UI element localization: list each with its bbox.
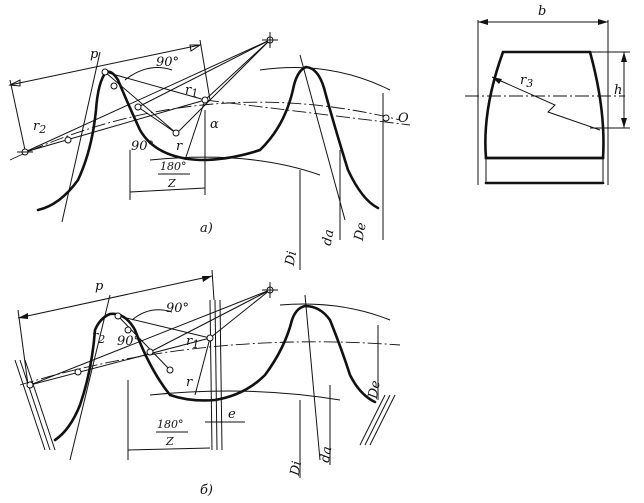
label-di-a: Di	[283, 250, 300, 268]
construction-line-a7	[104, 71, 177, 134]
construction-line-a1	[24, 39, 271, 153]
frac-dim-line-a	[129, 187, 206, 193]
label-p-b: p	[95, 279, 104, 294]
label-r3: r3	[520, 73, 533, 90]
label-p-a: p	[90, 47, 99, 62]
caption-a: а)	[200, 221, 213, 236]
label-90-low-a: 90°	[131, 139, 154, 154]
label-90-top-a: 90°	[156, 55, 179, 70]
tooth-axis-b1	[69, 294, 111, 461]
construction-line-a2	[204, 39, 271, 101]
centre-line-a	[204, 99, 411, 126]
tooth-profile-b	[53, 304, 377, 442]
figure-b: p 90° 90° r1 r2 r 180° Z e Di dа De	[14, 269, 401, 498]
label-r1-b: r1	[186, 334, 199, 351]
pitch-ext-left-a	[9, 79, 26, 151]
construction-line-a6	[104, 71, 206, 101]
label-alpha-a: α	[210, 117, 219, 132]
construction-line-a3	[137, 39, 271, 108]
label-90-top-b: 90°	[166, 301, 189, 316]
angle-arc-a	[124, 67, 173, 81]
crown-outline	[484, 50, 605, 160]
tooth-section: b h r3	[465, 4, 630, 185]
tooth-axis-a1	[61, 51, 101, 223]
label-r1-a: r1	[185, 83, 198, 100]
addendum-arc-a	[259, 67, 391, 91]
pitch-circle-b	[19, 341, 401, 386]
construction-line-a4	[174, 39, 271, 136]
construction-line-a8	[137, 106, 177, 134]
label-di-b: Di	[288, 460, 305, 478]
label-de-b: De	[366, 379, 384, 401]
label-r2-b: r2	[92, 329, 105, 346]
tooth-axis-a2	[299, 54, 346, 221]
label-r-a: r	[176, 139, 183, 154]
pitch-dim-line-b	[17, 275, 213, 319]
label-de-a: De	[352, 221, 370, 243]
label-frac-den-b: Z	[165, 435, 174, 448]
pitch-circle-a	[9, 101, 401, 161]
label-r2-a: r2	[33, 119, 46, 136]
label-b: b	[538, 4, 546, 19]
figure-a: p 90° 90° r1 r2 r α 180° Z Di dа De	[8, 32, 411, 270]
construction-line-a5	[24, 99, 206, 153]
label-e-b: e	[228, 407, 236, 422]
r3-radius-line	[491, 76, 601, 131]
label-da-a: dа	[320, 228, 338, 246]
label-frac-den-a: Z	[167, 177, 176, 190]
label-frac-num-a: 180°	[160, 160, 187, 173]
tooth-profile-left-a	[36, 65, 380, 212]
root-circle-b	[149, 390, 341, 401]
label-h: h	[614, 83, 622, 98]
pitch-dim-line-a	[9, 44, 201, 86]
root-circle-a	[149, 156, 321, 176]
label-da-b: dа	[318, 445, 336, 463]
caption-b: б)	[200, 483, 213, 498]
addendum-arc-b	[279, 303, 391, 321]
label-90-low-b: 90°	[117, 334, 140, 349]
label-frac-num-b: 180°	[157, 418, 184, 431]
tooth-axis-b2	[304, 294, 321, 461]
radius-r-line-a	[184, 99, 206, 161]
label-o-a: O	[398, 111, 409, 126]
label-r-b: r	[186, 375, 193, 390]
